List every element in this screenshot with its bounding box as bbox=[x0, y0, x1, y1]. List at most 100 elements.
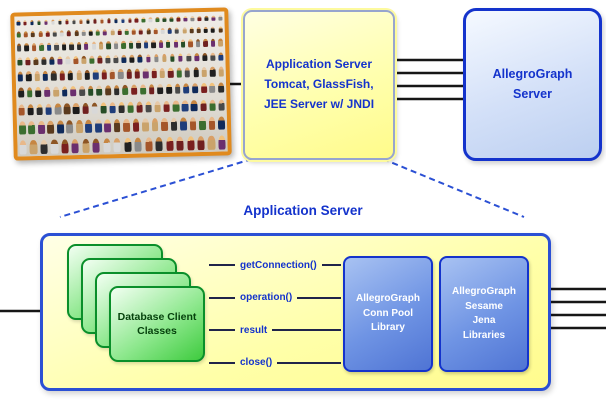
person-figure bbox=[189, 27, 194, 34]
person-figure bbox=[146, 28, 151, 35]
person-figure bbox=[110, 29, 115, 36]
person-figure bbox=[209, 66, 216, 77]
person-figure bbox=[18, 103, 25, 116]
person-figure bbox=[113, 41, 119, 49]
person-figure bbox=[41, 56, 47, 66]
person-figure bbox=[46, 43, 52, 51]
person-figure bbox=[72, 19, 76, 25]
person-figure bbox=[75, 120, 83, 134]
person-figure bbox=[176, 67, 182, 78]
person-figure bbox=[45, 30, 50, 38]
person-figure bbox=[136, 40, 141, 49]
person-figure bbox=[218, 82, 225, 93]
database-client-classes-box: Database Client Classes bbox=[109, 286, 205, 362]
method-call-list: getConnection() operation() result close… bbox=[209, 252, 341, 376]
person-figure bbox=[148, 84, 155, 95]
users-photo-frame bbox=[10, 7, 232, 161]
crowd-row bbox=[18, 98, 225, 116]
person-figure bbox=[218, 26, 223, 33]
person-figure bbox=[151, 68, 157, 78]
person-figure bbox=[153, 28, 158, 35]
person-figure bbox=[51, 70, 57, 81]
person-figure bbox=[93, 18, 97, 24]
person-figure bbox=[52, 86, 59, 97]
method-label-operation: operation() bbox=[240, 292, 293, 304]
person-figure bbox=[72, 102, 80, 115]
call-line bbox=[209, 361, 235, 364]
person-figure bbox=[19, 140, 27, 155]
person-figure bbox=[145, 100, 152, 113]
person-figure bbox=[106, 41, 111, 49]
person-figure bbox=[131, 84, 138, 96]
person-figure bbox=[25, 57, 31, 66]
person-figure bbox=[37, 121, 45, 134]
person-figure bbox=[109, 101, 116, 114]
person-figure bbox=[161, 53, 167, 63]
person-figure bbox=[168, 67, 174, 78]
person-figure bbox=[31, 43, 37, 51]
person-figure bbox=[57, 56, 63, 65]
person-figure bbox=[47, 120, 55, 134]
person-figure bbox=[37, 19, 41, 26]
person-figure bbox=[186, 136, 195, 151]
person-figure bbox=[124, 28, 129, 36]
person-figure bbox=[190, 99, 198, 112]
person-figure bbox=[145, 54, 151, 63]
method-row: close() bbox=[209, 350, 341, 376]
person-figure bbox=[190, 16, 195, 22]
crowd-image bbox=[14, 11, 228, 157]
person-figure bbox=[86, 18, 90, 24]
person-figure bbox=[211, 15, 216, 21]
person-figure bbox=[44, 86, 51, 98]
person-figure bbox=[113, 18, 118, 24]
person-figure bbox=[182, 27, 187, 34]
person-figure bbox=[155, 17, 160, 23]
person-figure bbox=[193, 67, 199, 77]
app-server-detail-box: Database Client Classes getConnection() … bbox=[40, 233, 551, 391]
person-figure bbox=[51, 19, 55, 25]
call-line bbox=[209, 264, 235, 266]
person-figure bbox=[183, 83, 190, 94]
person-figure bbox=[65, 56, 71, 65]
person-figure bbox=[218, 52, 224, 61]
person-figure bbox=[100, 101, 107, 114]
person-figure bbox=[98, 41, 104, 50]
person-figure bbox=[118, 101, 125, 114]
method-row: operation() bbox=[209, 285, 341, 311]
person-figure bbox=[30, 20, 34, 26]
person-figure bbox=[69, 42, 74, 50]
person-figure bbox=[137, 54, 143, 63]
person-figure bbox=[184, 67, 191, 78]
person-figure bbox=[218, 135, 226, 150]
call-line bbox=[321, 264, 341, 266]
method-label-result: result bbox=[240, 324, 268, 336]
person-figure bbox=[88, 29, 93, 37]
person-figure bbox=[134, 17, 139, 23]
person-figure bbox=[58, 19, 62, 25]
call-line bbox=[297, 296, 341, 299]
person-figure bbox=[81, 102, 89, 115]
person-figure bbox=[180, 39, 186, 48]
person-figure bbox=[65, 19, 69, 25]
person-figure bbox=[81, 55, 87, 65]
person-figure bbox=[143, 40, 149, 49]
person-figure bbox=[36, 103, 44, 116]
person-figure bbox=[106, 18, 111, 24]
person-figure bbox=[161, 118, 169, 131]
person-figure bbox=[113, 138, 121, 153]
person-figure bbox=[151, 40, 156, 48]
person-figure bbox=[209, 82, 216, 94]
person-figure bbox=[33, 56, 39, 66]
person-figure bbox=[136, 100, 143, 113]
call-line bbox=[209, 329, 235, 332]
call-line bbox=[272, 329, 341, 332]
person-figure bbox=[73, 55, 79, 65]
person-figure bbox=[199, 117, 206, 131]
method-label-getconnection: getConnection() bbox=[240, 259, 317, 271]
person-figure bbox=[35, 86, 42, 98]
person-figure bbox=[204, 15, 209, 21]
person-figure bbox=[70, 85, 77, 97]
person-figure bbox=[18, 87, 25, 98]
person-figure bbox=[203, 27, 209, 34]
